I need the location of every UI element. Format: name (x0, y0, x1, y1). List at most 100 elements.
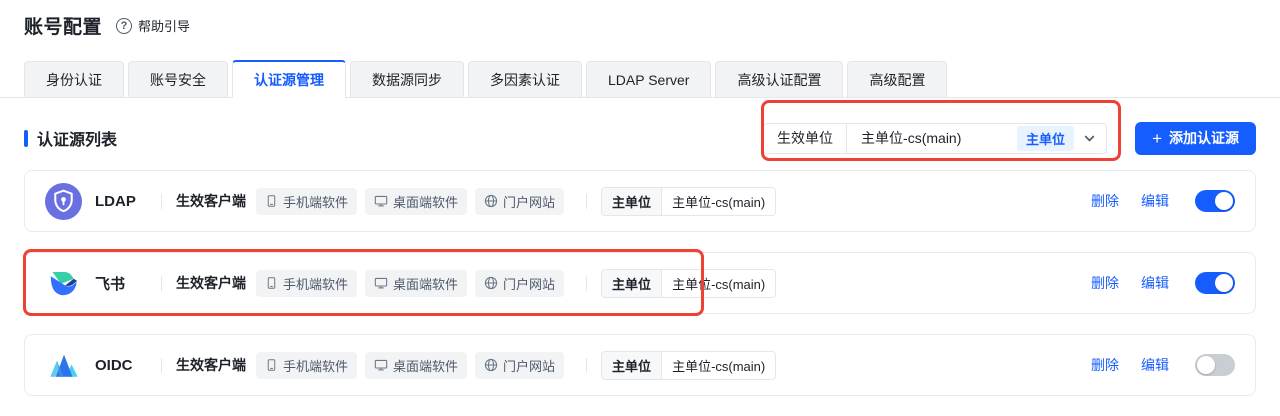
section-title-label: 认证源列表 (37, 132, 118, 149)
tab-bar: 身份认证 账号安全 认证源管理 数据源同步 多因素认证 LDAP Server 高级认证配置… (0, 60, 1280, 98)
list-toolbar: 认证源列表 生效单位 主单位-cs(main) 主单位 + 添加认证源 (24, 118, 1256, 158)
tab-advanced-config-label: 高级配置 (869, 71, 926, 88)
divider (161, 193, 162, 209)
add-auth-source-button[interactable]: + 添加认证源 (1135, 121, 1256, 155)
tab-identity-auth[interactable]: 身份认证 (24, 61, 124, 97)
divider (586, 275, 588, 291)
main-unit-badge: 主单位 (1017, 125, 1075, 151)
divider (161, 275, 162, 291)
feishu-icon (45, 265, 82, 302)
row-oidc: OIDC 生效客户端 手机端软件 桌面端软件 门户网站 主单位 主单位-cs(m… (24, 334, 1256, 396)
unit-tag-label: 主单位 (602, 269, 663, 297)
tab-ldap-server[interactable]: LDAP Server (586, 61, 712, 97)
client-tag: 门户网站 (475, 269, 565, 297)
tab-identity-auth-label: 身份认证 (46, 71, 102, 88)
client-tag-label: 手机端软件 (283, 358, 349, 374)
unit-tag: 主单位 主单位-cs(main) (601, 350, 777, 380)
divider (161, 357, 162, 373)
divider (586, 357, 588, 373)
effective-clients-label: 生效客户端 (176, 357, 246, 373)
client-tag: 手机端软件 (256, 269, 358, 297)
client-tag-label: 门户网站 (503, 194, 556, 210)
unit-tag-value: 主单位-cs(main) (662, 351, 776, 379)
plus-icon: + (1152, 128, 1162, 148)
client-tag-label: 门户网站 (503, 358, 556, 374)
tab-auth-source-mgmt-label: 认证源管理 (254, 72, 324, 88)
monitor-icon (374, 358, 388, 372)
phone-icon (265, 358, 278, 372)
effective-unit-select[interactable]: 生效单位 主单位-cs(main) 主单位 (763, 122, 1108, 154)
client-tag-label: 桌面端软件 (393, 276, 459, 292)
tab-auth-source-mgmt[interactable]: 认证源管理 (232, 60, 346, 98)
unit-tag-value: 主单位-cs(main) (662, 269, 776, 297)
client-tags: 手机端软件 桌面端软件 门户网站 (256, 269, 572, 297)
page-title: 账号配置 (24, 17, 103, 38)
client-tag: 门户网站 (475, 351, 565, 379)
tab-mfa[interactable]: 多因素认证 (468, 61, 582, 97)
client-tag-label: 手机端软件 (283, 194, 349, 210)
client-tag: 桌面端软件 (365, 187, 468, 215)
auth-source-name: 飞书 (95, 275, 126, 293)
client-tag-label: 桌面端软件 (393, 358, 459, 374)
effective-clients-label: 生效客户端 (176, 193, 246, 209)
row-feishu: 飞书 生效客户端 手机端软件 桌面端软件 门户网站 主单位 主单位-cs(mai… (24, 252, 1256, 314)
edit-link[interactable]: 编辑 (1141, 275, 1169, 291)
oidc-icon (45, 347, 82, 384)
section-title: 认证源列表 (24, 126, 117, 150)
question-circle-icon: ? (116, 17, 133, 34)
auth-source-list: LDAP 生效客户端 手机端软件 桌面端软件 门户网站 主单位 主单位-cs(m… (24, 170, 1256, 416)
divider (586, 193, 588, 209)
delete-link[interactable]: 删除 (1091, 275, 1119, 291)
client-tag: 手机端软件 (256, 351, 358, 379)
phone-icon (265, 194, 278, 208)
unit-tag: 主单位 主单位-cs(main) (601, 268, 777, 298)
monitor-icon (374, 194, 388, 208)
unit-tag: 主单位 主单位-cs(main) (601, 186, 777, 216)
tab-data-source-sync[interactable]: 数据源同步 (350, 61, 464, 97)
edit-link[interactable]: 编辑 (1141, 357, 1169, 373)
toggle-knob (1215, 192, 1233, 210)
edit-link[interactable]: 编辑 (1141, 193, 1169, 209)
unit-tag-label: 主单位 (602, 187, 663, 215)
effective-clients-label: 生效客户端 (176, 275, 246, 291)
unit-tag-label: 主单位 (602, 351, 663, 379)
delete-link[interactable]: 删除 (1091, 357, 1119, 373)
help-guide-label: 帮助引导 (138, 19, 191, 34)
tab-advanced-auth-config[interactable]: 高级认证配置 (715, 61, 844, 97)
auth-source-name: LDAP (95, 192, 136, 210)
toggle-knob (1215, 274, 1233, 292)
delete-link[interactable]: 删除 (1091, 193, 1119, 209)
tab-account-security-label: 账号安全 (150, 71, 206, 88)
globe-icon (484, 276, 498, 290)
add-auth-source-label: 添加认证源 (1169, 130, 1239, 146)
page-header: 账号配置 ? 帮助引导 (24, 12, 190, 39)
enable-toggle[interactable] (1195, 272, 1235, 294)
effective-unit-select-value: 主单位-cs(main) (861, 130, 962, 146)
tab-advanced-config[interactable]: 高级配置 (847, 61, 948, 97)
enable-toggle[interactable] (1195, 190, 1235, 212)
phone-icon (265, 276, 278, 290)
tab-account-security[interactable]: 账号安全 (128, 61, 228, 97)
tab-mfa-label: 多因素认证 (490, 71, 560, 88)
tab-data-source-sync-label: 数据源同步 (372, 71, 442, 88)
auth-source-name: OIDC (95, 356, 133, 374)
globe-icon (484, 194, 498, 208)
client-tag-label: 门户网站 (503, 276, 556, 292)
unit-tag-value: 主单位-cs(main) (662, 187, 776, 215)
client-tag: 手机端软件 (256, 187, 358, 215)
chevron-down-icon (1083, 132, 1096, 145)
client-tag: 门户网站 (475, 187, 565, 215)
section-accent-bar (24, 129, 28, 147)
tab-advanced-auth-config-label: 高级认证配置 (737, 71, 822, 88)
client-tag-label: 手机端软件 (283, 276, 349, 292)
client-tags: 手机端软件 桌面端软件 门户网站 (256, 351, 572, 379)
effective-unit-select-label: 生效单位 (764, 123, 848, 153)
row-ldap: LDAP 生效客户端 手机端软件 桌面端软件 门户网站 主单位 主单位-cs(m… (24, 170, 1256, 232)
monitor-icon (374, 276, 388, 290)
client-tag: 桌面端软件 (365, 351, 468, 379)
toggle-knob (1197, 356, 1215, 374)
help-guide-link[interactable]: ? 帮助引导 (116, 16, 190, 35)
enable-toggle[interactable] (1195, 354, 1235, 376)
ldap-icon (45, 182, 82, 220)
client-tags: 手机端软件 桌面端软件 门户网站 (256, 187, 572, 215)
